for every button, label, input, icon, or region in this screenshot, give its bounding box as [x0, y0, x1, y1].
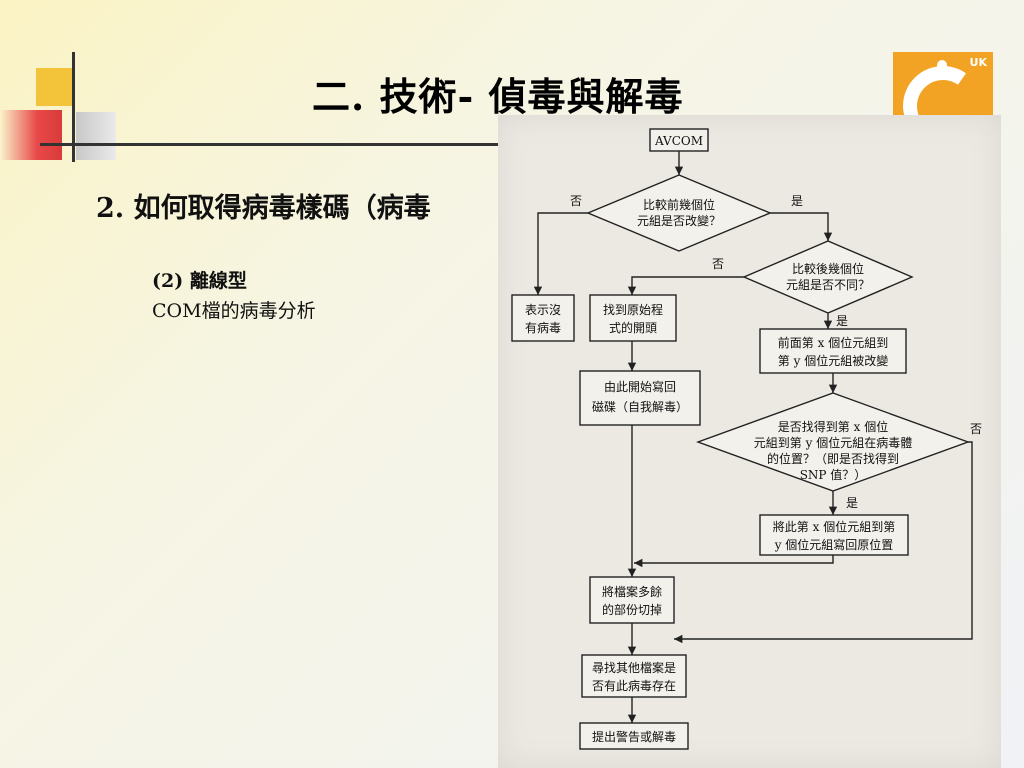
box-restore: [759, 514, 909, 556]
decor-horizontal-line: [40, 143, 510, 146]
arrow-d1-yes: [770, 212, 833, 241]
box-find-start-line-2: 式的開頭: [609, 320, 657, 335]
box-changed-line-1: 前面第 x 個位元組到: [778, 335, 888, 350]
decor-yellow-square: [36, 68, 74, 106]
arrow-d2-no: [627, 276, 744, 295]
decor-vertical-line: [72, 52, 75, 162]
decor-grey-block: [76, 112, 116, 160]
box-find-start: [589, 294, 677, 342]
decor-red-block: [0, 110, 62, 160]
logo-dot-icon: [937, 60, 947, 70]
arrow-d3-no: [674, 441, 973, 644]
arrow-d1-no: [533, 212, 588, 295]
decision-1-yes-label: 是: [791, 194, 803, 208]
decision-3-line-3: 的位置？（即是否找得到: [767, 451, 899, 466]
box-no-virus-line-2: 有病毒: [525, 320, 561, 335]
start-text: AVCOM: [654, 134, 703, 148]
section-heading: 2. 如何取得病毒樣碼（病毒: [96, 193, 431, 224]
box-search: [581, 654, 687, 698]
decision-3-line-1: 是否找得到第 x 個位: [778, 419, 888, 434]
box-cut-line-1: 將檔案多餘: [602, 584, 662, 599]
scanned-flowchart: AVCOM 比較前幾個位 元組是否改變？ 否 是 比較後幾個位 元組是否不同？ …: [498, 115, 1001, 768]
box-search-line-2: 否有此病毒存在: [592, 678, 676, 693]
decision-1-diamond: [586, 174, 772, 252]
box-write-back-line-1: 由此開始寫回: [604, 379, 676, 394]
decision-3-yes-label: 是: [846, 496, 858, 510]
box-no-virus-line-1: 表示沒: [525, 303, 561, 317]
decision-2-no-label: 否: [712, 257, 724, 271]
box-restore-line-1: 將此第 x 個位元組到第: [773, 519, 895, 534]
uk-logo: UK: [893, 52, 993, 116]
slide-title: 二. 技術- 偵毒與解毒: [312, 74, 684, 119]
box-restore-line-2: y 個位元組寫回原位置: [774, 537, 894, 552]
box-cut-line-2: 的部份切掉: [602, 602, 662, 617]
box-warn: [579, 722, 689, 750]
decision-2-line-1: 比較後幾個位: [792, 261, 864, 276]
box-warn-text: 提出警告或解毒: [592, 729, 676, 744]
decision-1-line-2: 元組是否改變？: [637, 213, 721, 228]
decision-3-line-4: SNP 值？）: [800, 467, 867, 482]
box-changed-line-2: 第 y 個位元組被改變: [778, 353, 888, 368]
logo-text: UK: [969, 56, 987, 69]
box-find-start-line-1: 找到原始程: [603, 302, 663, 317]
subsection-text: COM檔的病毒分析: [152, 300, 316, 322]
box-write-back: [579, 370, 701, 426]
flowchart-svg: AVCOM 比較前幾個位 元組是否改變？ 否 是 比較後幾個位 元組是否不同？ …: [511, 128, 982, 750]
decision-2-diamond: [742, 240, 914, 314]
box-search-line-1: 尋找其他檔案是: [592, 660, 676, 675]
decision-3-line-2: 元組到第 y 個位元組在病毒體: [754, 435, 912, 450]
arrow-restore-join: [634, 555, 834, 568]
decision-3-no-label: 否: [970, 422, 982, 436]
decision-1-line-1: 比較前幾個位: [643, 197, 715, 212]
box-no-virus: [511, 294, 575, 342]
decision-2-line-2: 元組是否不同？: [786, 278, 870, 292]
subsection-label: (2) 離線型: [152, 270, 247, 292]
box-write-back-line-2: 磁碟（自我解毒）: [592, 399, 688, 414]
decision-2-yes-label: 是: [836, 314, 848, 328]
decision-1-no-label: 否: [570, 194, 582, 208]
